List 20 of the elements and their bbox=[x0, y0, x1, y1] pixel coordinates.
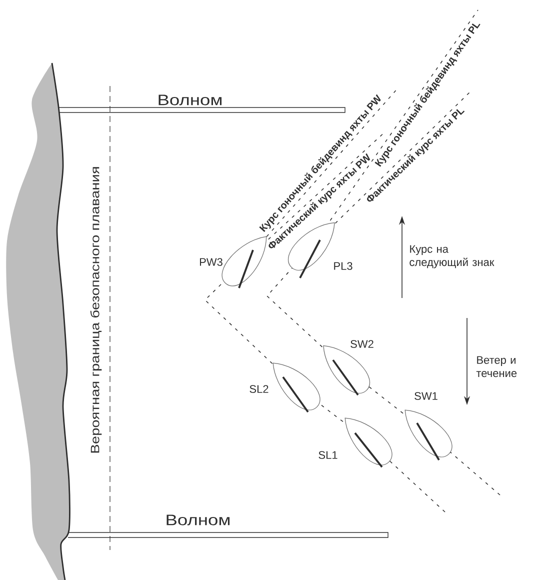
yacht-label: SL1 bbox=[318, 451, 338, 459]
course-line bbox=[330, 10, 478, 221]
course-line bbox=[334, 92, 470, 224]
boundary-label: Вероятная граница безопасного плавания bbox=[90, 167, 102, 453]
yacht-label: SW1 bbox=[414, 392, 438, 400]
direction-label: Курс на следующий знак bbox=[410, 245, 494, 268]
yacht-label: SL2 bbox=[250, 385, 268, 393]
yacht-label: SW2 bbox=[350, 340, 374, 348]
course-line bbox=[318, 402, 344, 422]
course-line bbox=[450, 452, 500, 496]
course-line bbox=[266, 88, 398, 238]
direction-label: Ветер и течение bbox=[476, 356, 517, 378]
breakwater-label: Волном bbox=[166, 514, 230, 526]
course-line bbox=[204, 281, 273, 364]
course-line bbox=[368, 386, 404, 414]
course-line bbox=[266, 268, 323, 348]
course-line bbox=[389, 460, 446, 512]
breakwater-label: Волном bbox=[158, 94, 222, 106]
yacht-label: PL3 bbox=[334, 262, 352, 270]
yacht-label: PW3 bbox=[200, 258, 222, 266]
